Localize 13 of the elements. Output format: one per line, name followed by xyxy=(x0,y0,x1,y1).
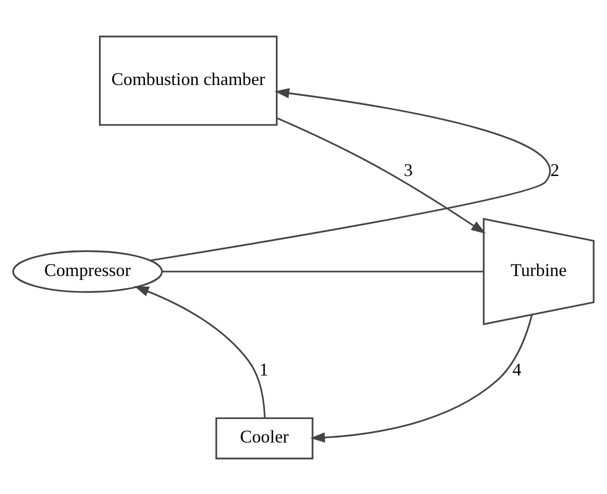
arrow xyxy=(134,286,266,418)
connector xyxy=(162,270,484,272)
edge-label: 4 xyxy=(512,358,522,379)
arrow xyxy=(310,314,533,442)
edge-label: 1 xyxy=(259,358,268,379)
node-box: Combustion chamber xyxy=(99,35,278,126)
arrow xyxy=(150,88,550,261)
edge-label: 2 xyxy=(550,160,560,180)
arrow xyxy=(276,116,486,234)
node-box: Cooler xyxy=(215,416,314,459)
node-box: Turbine xyxy=(482,217,594,325)
edge-label: 3 xyxy=(404,160,413,180)
node-ellipse: Compressor xyxy=(12,250,163,292)
